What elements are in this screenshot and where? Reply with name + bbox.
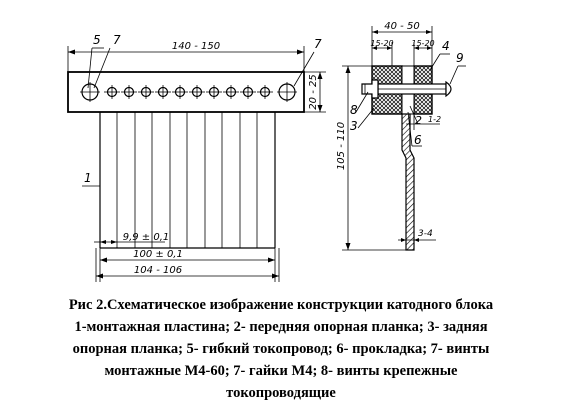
label-5: 5 bbox=[93, 33, 101, 47]
leader-6: 6 bbox=[407, 111, 422, 147]
leader-7-right: 7 bbox=[293, 37, 322, 87]
dim-span-inner-text: 100 ± 0,1 bbox=[133, 249, 183, 260]
dim-total-width: 40 - 50 bbox=[371, 21, 433, 66]
label-2: 2 bbox=[415, 114, 422, 127]
caption-line-5: токопроводящие bbox=[226, 385, 336, 401]
dim-right-block-text: 15-20 bbox=[411, 39, 434, 48]
strip-bolt-holes bbox=[104, 85, 273, 99]
side-view: 40 - 50 15-20 15-20 105 - 110 1-2 bbox=[336, 21, 466, 251]
cathode-block-drawing: 140 - 150 20 - 25 9,9 ± 0,1 100 ± 0,1 bbox=[67, 21, 466, 282]
end-bolt-left bbox=[80, 82, 100, 102]
caption-line-2: 1-монтажная пластина; 2- передняя опорна… bbox=[74, 319, 488, 335]
dim-left-block: 15-20 bbox=[370, 39, 394, 66]
label-7-right: 7 bbox=[314, 37, 322, 51]
dim-bottom: 3-4 bbox=[398, 229, 436, 250]
leader-4: 4 bbox=[429, 39, 450, 71]
cathode-strips bbox=[99, 112, 276, 249]
dim-left-block-text: 15-20 bbox=[370, 39, 393, 48]
leader-8: 8 bbox=[350, 91, 369, 117]
cathode-plate bbox=[401, 113, 415, 251]
dim-width-top: 140 - 150 bbox=[67, 41, 305, 72]
label-3: 3 bbox=[350, 119, 358, 133]
label-1: 1 bbox=[84, 171, 92, 185]
dim-gap: 1-2 bbox=[406, 114, 441, 130]
dim-span-outer-text: 104 - 106 bbox=[134, 265, 182, 276]
dim-height-text: 105 - 110 bbox=[336, 122, 347, 170]
dim-span-outer: 104 - 106 bbox=[95, 248, 280, 282]
label-4: 4 bbox=[442, 39, 450, 53]
end-bolt-right bbox=[277, 82, 297, 102]
leader-2: 2 bbox=[409, 105, 422, 127]
leader-3: 3 bbox=[350, 107, 375, 133]
label-8: 8 bbox=[350, 103, 358, 117]
dim-span-inner: 100 ± 0,1 bbox=[100, 248, 276, 282]
dim-pitch-text: 9,9 ± 0,1 bbox=[123, 232, 170, 243]
dim-height-side-text: 20 - 25 bbox=[308, 74, 319, 109]
mounting-bar bbox=[67, 71, 305, 113]
dim-total-width-text: 40 - 50 bbox=[384, 21, 419, 32]
leader-5: 5 bbox=[87, 33, 104, 89]
caption-line-3: опорная планка; 5- гибкий токопровод; 6-… bbox=[72, 341, 490, 357]
leader-9: 9 bbox=[449, 51, 466, 85]
label-9: 9 bbox=[456, 51, 464, 65]
leader-1: 1 bbox=[82, 171, 100, 187]
leader-7-left: 7 bbox=[93, 33, 121, 89]
dim-right-block: 15-20 bbox=[411, 39, 435, 66]
caption-line-4: монтажные М4-60; 7- гайки М4; 8- винты к… bbox=[104, 363, 458, 379]
dim-height: 105 - 110 bbox=[336, 65, 406, 251]
figure-caption: Рис 2.Схематическое изображение конструк… bbox=[6, 294, 556, 404]
label-6: 6 bbox=[414, 133, 422, 147]
dim-bottom-text: 3-4 bbox=[418, 229, 433, 239]
dim-width-top-text: 140 - 150 bbox=[172, 41, 220, 52]
dim-height-side: 20 - 25 bbox=[304, 71, 326, 113]
mounting-bolt bbox=[361, 79, 452, 99]
caption-line-1: Рис 2.Схематическое изображение конструк… bbox=[68, 297, 494, 313]
front-view: 140 - 150 20 - 25 9,9 ± 0,1 100 ± 0,1 bbox=[67, 33, 326, 282]
dim-gap-text: 1-2 bbox=[428, 115, 441, 124]
label-7-left: 7 bbox=[113, 33, 121, 47]
